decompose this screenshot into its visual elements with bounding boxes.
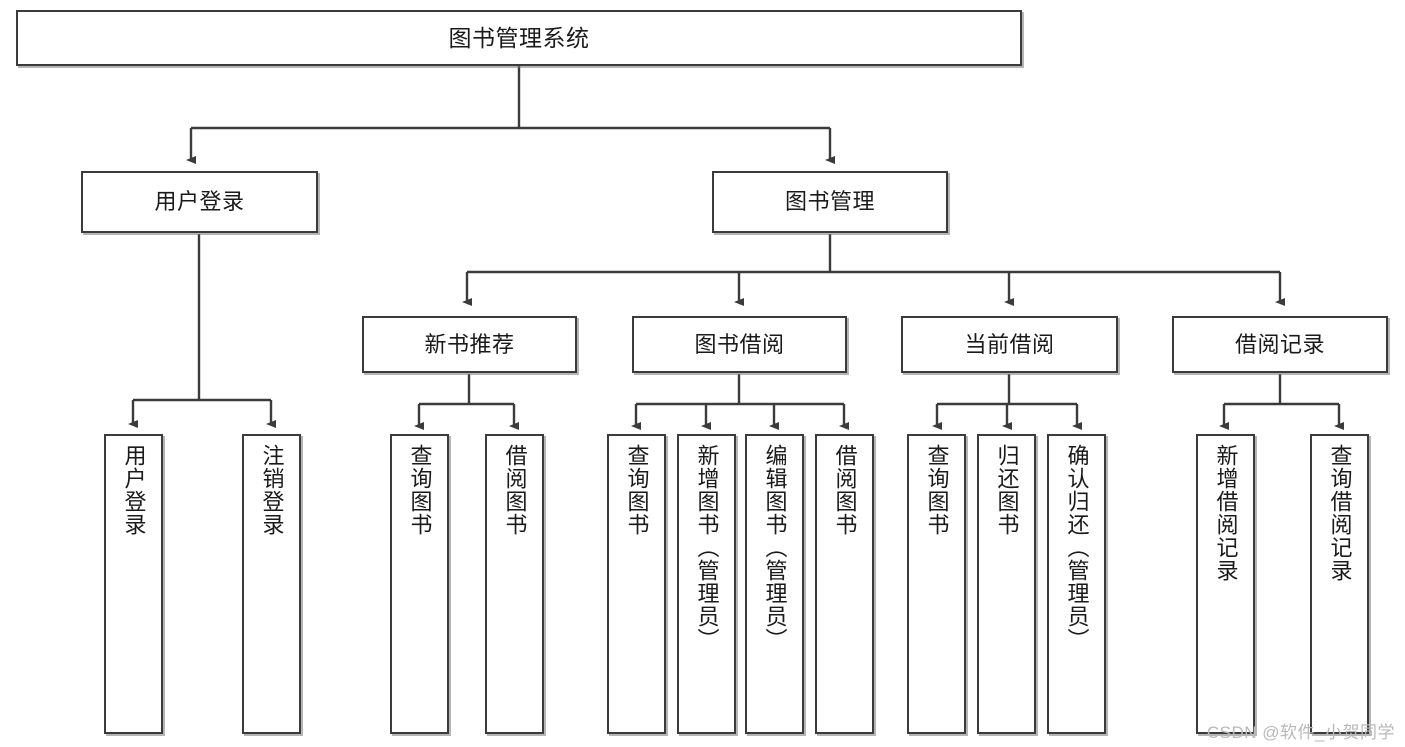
leaf-query-book-new[interactable]: 查询图书 bbox=[390, 434, 449, 734]
csdn-watermark: CSDN @软件_小贺同学 bbox=[1206, 723, 1395, 742]
leaf-add-book-admin[interactable]: 新增图书（管理员） bbox=[677, 434, 736, 734]
node-book-borrowing[interactable]: 图书借阅 bbox=[632, 316, 847, 373]
node-label: 新增图书（管理员） bbox=[694, 444, 720, 651]
node-label: 新书推荐 bbox=[424, 331, 515, 357]
node-label: 编辑图书（管理员） bbox=[762, 444, 788, 651]
node-label: 图书借阅 bbox=[694, 331, 785, 357]
node-label: 图书管理 bbox=[784, 189, 875, 215]
node-borrowing-records[interactable]: 借阅记录 bbox=[1172, 316, 1388, 373]
leaf-query-borrow-record[interactable]: 查询借阅记录 bbox=[1310, 434, 1369, 734]
node-label: 确认归还（管理员） bbox=[1064, 444, 1090, 651]
node-label: 借阅图书 bbox=[832, 444, 858, 536]
node-label: 查询借阅记录 bbox=[1327, 444, 1353, 582]
node-label: 注销登录 bbox=[259, 444, 285, 536]
leaf-borrow-book-new[interactable]: 借阅图书 bbox=[485, 434, 544, 734]
node-current-borrowing[interactable]: 当前借阅 bbox=[901, 316, 1118, 373]
node-label: 当前借阅 bbox=[964, 331, 1055, 357]
leaf-logout[interactable]: 注销登录 bbox=[242, 434, 301, 734]
leaf-borrow-book[interactable]: 借阅图书 bbox=[815, 434, 874, 734]
leaf-add-borrow-record[interactable]: 新增借阅记录 bbox=[1196, 434, 1255, 734]
node-label: 查询图书 bbox=[624, 444, 650, 536]
node-label: 借阅图书 bbox=[502, 444, 528, 536]
leaf-user-login[interactable]: 用户登录 bbox=[104, 434, 163, 734]
node-root-system[interactable]: 图书管理系统 bbox=[16, 10, 1022, 66]
leaf-return-book[interactable]: 归还图书 bbox=[977, 434, 1036, 734]
leaf-confirm-return-admin[interactable]: 确认归还（管理员） bbox=[1047, 434, 1106, 734]
node-label: 查询图书 bbox=[924, 444, 950, 536]
node-user-login[interactable]: 用户登录 bbox=[81, 171, 318, 233]
node-label: 新增借阅记录 bbox=[1213, 444, 1239, 582]
node-label: 查询图书 bbox=[407, 444, 433, 536]
node-label: 归还图书 bbox=[994, 444, 1020, 536]
node-label: 用户登录 bbox=[121, 444, 147, 536]
leaf-edit-book-admin[interactable]: 编辑图书（管理员） bbox=[745, 434, 804, 734]
leaf-query-book-borrow[interactable]: 查询图书 bbox=[607, 434, 666, 734]
node-label: 用户登录 bbox=[154, 189, 245, 215]
node-new-book-recommendation[interactable]: 新书推荐 bbox=[362, 316, 577, 373]
node-label: 借阅记录 bbox=[1234, 331, 1325, 357]
node-label: 图书管理系统 bbox=[448, 24, 590, 51]
leaf-query-book-current[interactable]: 查询图书 bbox=[907, 434, 966, 734]
node-book-management[interactable]: 图书管理 bbox=[712, 171, 948, 233]
